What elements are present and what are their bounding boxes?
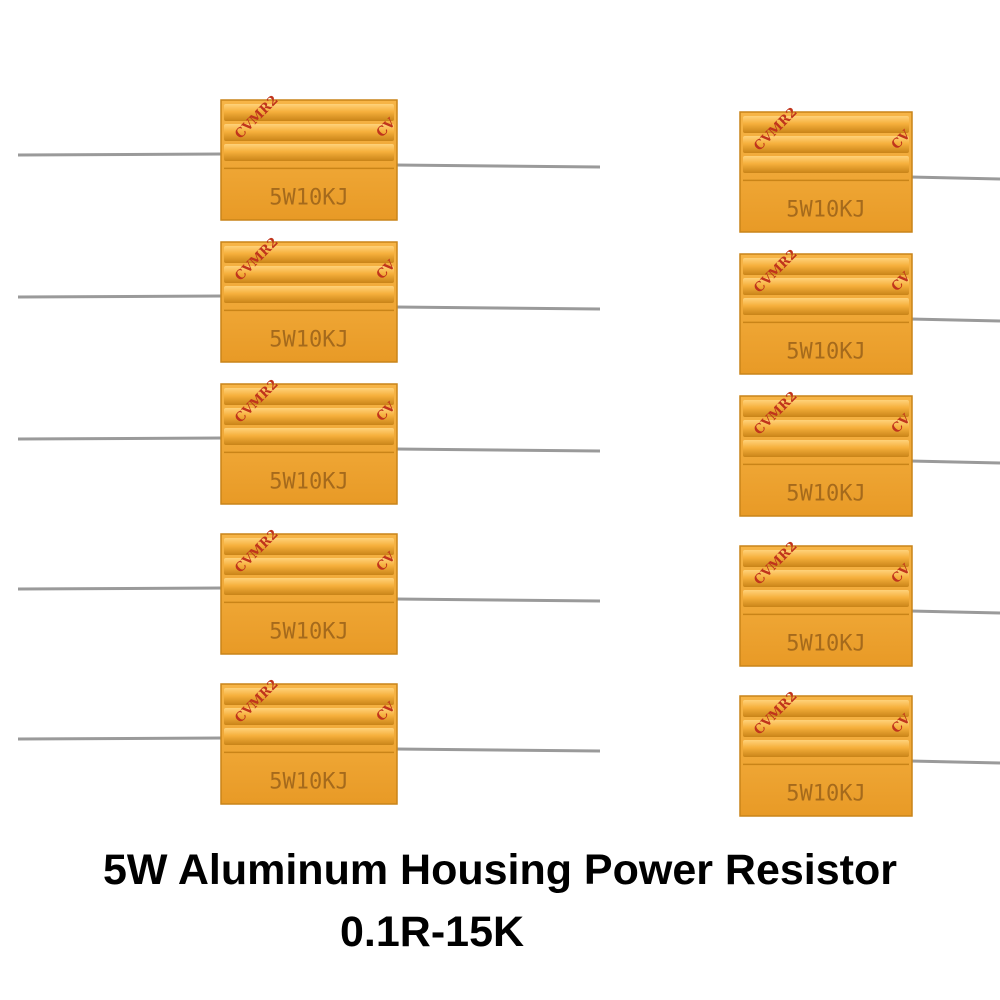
value-marking: 5W10KJ [269, 185, 348, 210]
lead-wire [17, 586, 224, 591]
resistance-range: 0.1R-15K [340, 908, 525, 956]
heat-fin [743, 116, 909, 133]
lead-wire [17, 736, 224, 741]
heat-fin [743, 570, 909, 587]
value-marking: 5W10KJ [269, 619, 348, 644]
heat-fin [743, 720, 909, 737]
heat-fin [224, 124, 394, 141]
value-marking: 5W10KJ [269, 769, 348, 794]
lead-wire [909, 317, 1000, 323]
heat-fin [743, 700, 909, 717]
heat-fin [224, 708, 394, 725]
heat-fin [743, 298, 909, 315]
heat-fin [743, 740, 909, 757]
heat-fin [224, 144, 394, 161]
heat-fin [743, 258, 909, 275]
lead-wire [909, 609, 1000, 615]
lead-wire [394, 163, 601, 169]
heat-fin [224, 688, 394, 705]
value-marking: 5W10KJ [786, 197, 865, 222]
heat-fin [743, 278, 909, 295]
lead-wire [909, 459, 1000, 465]
lead-wire [394, 447, 601, 453]
value-marking: 5W10KJ [786, 631, 865, 656]
lead-wire [394, 747, 601, 753]
value-marking: 5W10KJ [269, 327, 348, 352]
heat-fin [224, 388, 394, 405]
value-marking: 5W10KJ [269, 469, 348, 494]
lead-wire [394, 597, 601, 603]
lead-wire [394, 305, 601, 311]
heat-fin [224, 538, 394, 555]
heat-fin [224, 428, 394, 445]
lead-wire [17, 294, 224, 299]
heat-fin [743, 400, 909, 417]
heat-fin [743, 420, 909, 437]
heat-fin [743, 136, 909, 153]
heat-fin [224, 104, 394, 121]
heat-fin [224, 408, 394, 425]
lead-wire [17, 152, 224, 157]
heat-fin [743, 156, 909, 173]
product-title: 5W Aluminum Housing Power Resistor [103, 846, 897, 894]
lead-wire [909, 175, 1000, 181]
heat-fin [224, 246, 394, 263]
heat-fin [224, 558, 394, 575]
value-marking: 5W10KJ [786, 339, 865, 364]
heat-fin [743, 550, 909, 567]
heat-fin [743, 440, 909, 457]
heat-fin [224, 286, 394, 303]
heat-fin [224, 578, 394, 595]
lead-wire [909, 759, 1000, 765]
value-marking: 5W10KJ [786, 481, 865, 506]
heat-fin [224, 728, 394, 745]
heat-fin [224, 266, 394, 283]
lead-wire [17, 436, 224, 441]
value-marking: 5W10KJ [786, 781, 865, 806]
heat-fin [743, 590, 909, 607]
